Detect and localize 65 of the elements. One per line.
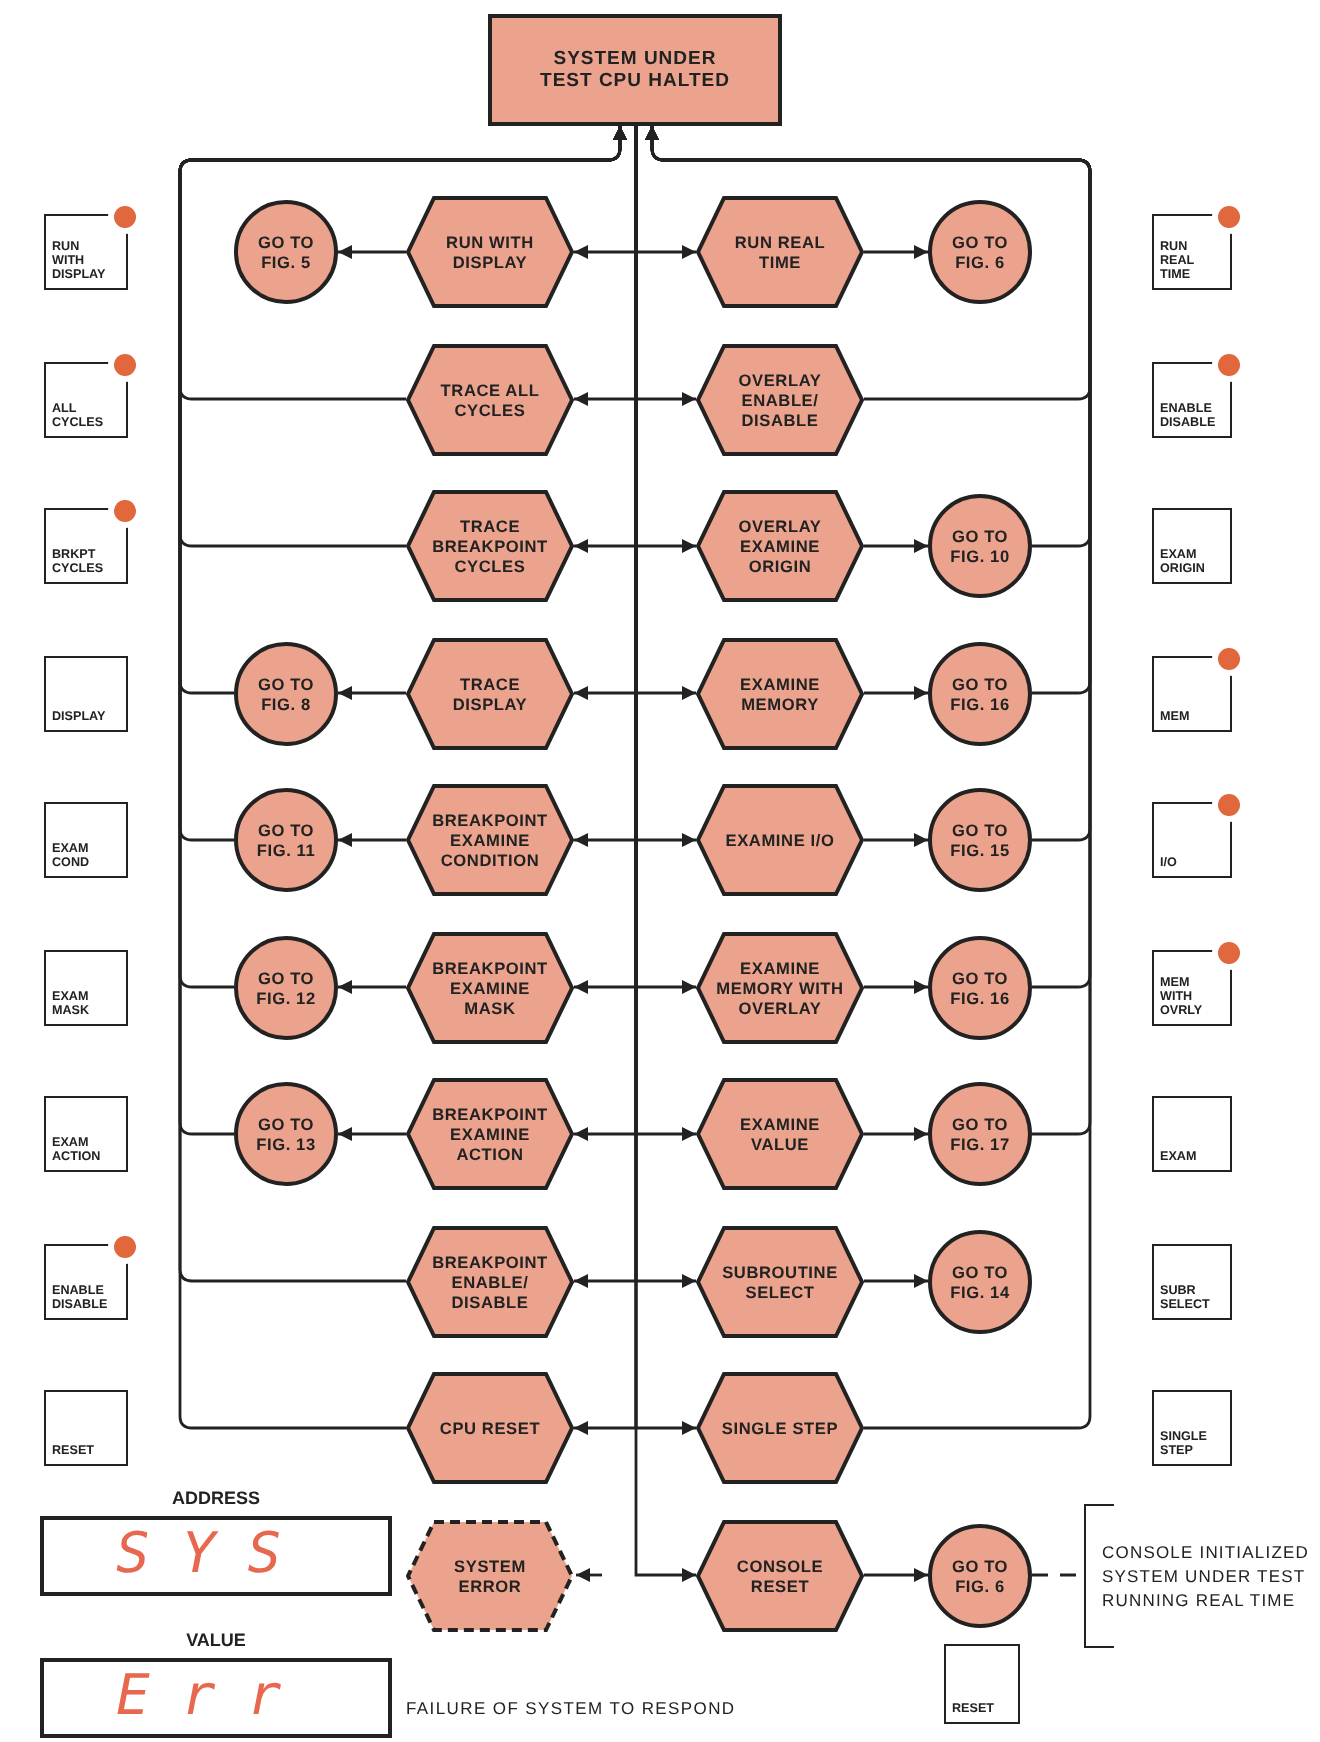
process-hexagon: BREAKPOINT EXAMINE ACTION	[406, 1078, 574, 1190]
process-hexagon: BREAKPOINT EXAMINE MASK	[406, 931, 574, 1043]
process-hexagon: SINGLE STEP	[696, 1372, 864, 1484]
console-key	[44, 655, 128, 731]
arrow	[338, 833, 406, 847]
connector-circle: GO TO FIG. 10	[928, 494, 1032, 598]
process-box: SYSTEM UNDER TEST CPU HALTED	[488, 14, 782, 126]
process-hexagon: RUN WITH DISPLAY	[406, 196, 574, 308]
console-key	[1152, 1096, 1232, 1172]
connector-circle: GO TO FIG. 15	[928, 788, 1032, 892]
console-key	[44, 1096, 128, 1172]
process-hexagon: CPU RESET	[406, 1372, 574, 1484]
process-hexagon: OVERLAY EXAMINE ORIGIN	[696, 490, 864, 602]
connector-circle: GO TO FIG. 6	[928, 1523, 1032, 1627]
console-key	[1152, 1243, 1232, 1319]
process-hexagon: BREAKPOINT EXAMINE CONDITION	[406, 784, 574, 896]
process-hexagon: EXAMINE VALUE	[696, 1078, 864, 1190]
process-hexagon: TRACE DISPLAY	[406, 637, 574, 749]
connector-circle: GO TO FIG. 14	[928, 1229, 1032, 1333]
process-hexagon: SYSTEM ERROR	[406, 1519, 574, 1631]
console-key	[44, 1390, 128, 1466]
arrow	[864, 1568, 928, 1582]
arrow	[645, 126, 1092, 1430]
connector-circle: GO TO FIG. 12	[234, 935, 338, 1039]
process-hexagon: BREAKPOINT ENABLE/ DISABLE	[406, 1225, 574, 1337]
arrow	[576, 1568, 602, 1582]
arrow	[864, 980, 928, 994]
process-hexagon: RUN REAL TIME	[696, 196, 864, 308]
caption-text: FAILURE OF SYSTEM TO RESPOND	[406, 1698, 736, 1718]
arrow	[864, 1274, 928, 1288]
arrow	[338, 1127, 406, 1141]
connector-circle: GO TO FIG. 13	[234, 1082, 338, 1186]
process-hexagon: SUBROUTINE SELECT	[696, 1225, 864, 1337]
process-hexagon: EXAMINE MEMORY	[696, 637, 864, 749]
process-hexagon: TRACE BREAKPOINT CYCLES	[406, 490, 574, 602]
connector-circle: GO TO FIG. 11	[234, 788, 338, 892]
process-hexagon: TRACE ALL CYCLES	[406, 343, 574, 455]
process-hexagon: EXAMINE MEMORY WITH OVERLAY	[696, 931, 864, 1043]
arrow	[864, 539, 928, 553]
arrow	[338, 245, 406, 259]
connector-circle: GO TO FIG. 16	[928, 935, 1032, 1039]
arrow	[338, 686, 406, 700]
console-key	[1152, 1390, 1232, 1466]
connector-circle: GO TO FIG. 8	[234, 641, 338, 745]
connector-circle: GO TO FIG. 5	[234, 200, 338, 304]
arrow	[864, 245, 928, 259]
seven-segment-display: Err	[40, 1658, 392, 1738]
arrow	[864, 833, 928, 847]
arrow	[338, 980, 406, 994]
display-label: VALUE	[186, 1628, 246, 1654]
console-key	[44, 802, 128, 878]
console-key	[944, 1644, 1020, 1724]
seven-segment-display: SYS	[40, 1516, 392, 1596]
console-key	[44, 949, 128, 1025]
connector-circle: GO TO FIG. 16	[928, 641, 1032, 745]
connector-circle: GO TO FIG. 17	[928, 1082, 1032, 1186]
process-hexagon: EXAMINE I/O	[696, 784, 864, 896]
process-hexagon: CONSOLE RESET	[696, 1519, 864, 1631]
arrow	[864, 1127, 928, 1141]
connector-circle: GO TO FIG. 6	[928, 200, 1032, 304]
console-key	[1152, 508, 1232, 584]
arrow	[864, 686, 928, 700]
process-hexagon: OVERLAY ENABLE/ DISABLE	[696, 343, 864, 455]
display-label: ADDRESS	[171, 1486, 260, 1512]
note-text: CONSOLE INITIALIZED SYSTEM UNDER TEST RUNNING REAL TIME	[1102, 1540, 1312, 1612]
